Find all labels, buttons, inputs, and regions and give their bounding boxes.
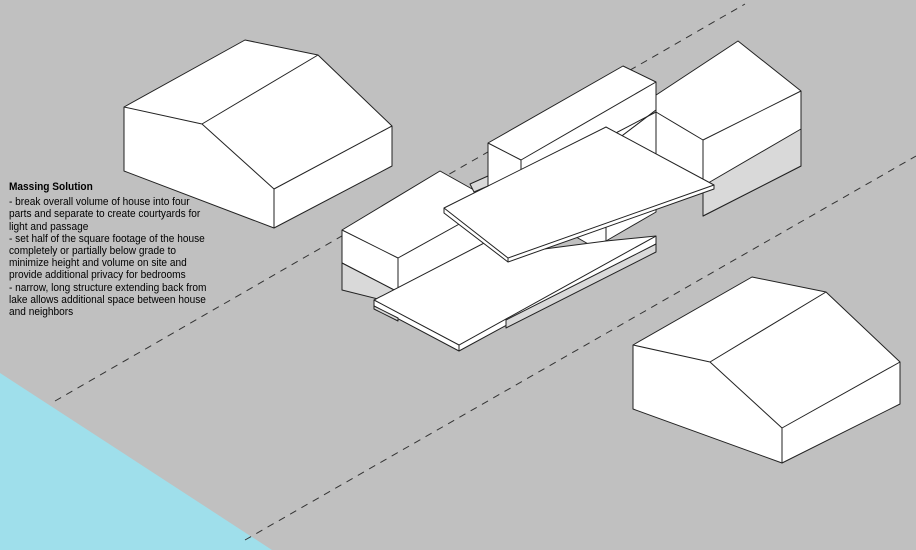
roof-plate	[443, 126, 715, 263]
lake	[0, 373, 272, 550]
notes-item-courtyards: - break overall volume of house into fou…	[9, 196, 201, 233]
neighbor-house-right	[632, 276, 901, 464]
notes-item-narrow-structure: - narrow, long structure extending back …	[9, 281, 207, 319]
neighbor-house-left	[123, 39, 393, 229]
connector	[469, 175, 489, 193]
notes-item-below-grade: - set half of the square footage of the …	[9, 232, 205, 282]
massing-notes: Massing Solution - break overall volume …	[9, 181, 207, 318]
notes-title: Massing Solution	[9, 181, 93, 193]
